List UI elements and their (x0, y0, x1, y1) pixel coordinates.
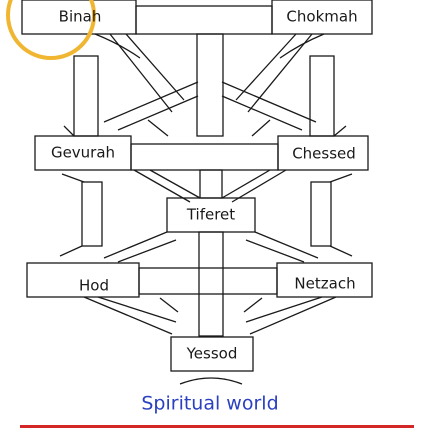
connector-lower (138, 267, 278, 295)
label-yessod: Yessod (186, 344, 238, 363)
path-yessod-base (179, 377, 243, 385)
path-binah-tiferet (109, 33, 185, 113)
path-lower-crosses (159, 297, 263, 313)
pillar-center-lower (198, 231, 224, 337)
path-gevurah-center (103, 81, 199, 131)
caption-spiritual-world: Spiritual world (141, 392, 279, 415)
label-binah: Binah (58, 7, 102, 26)
path-netzach-yessod (245, 296, 337, 335)
path-tiferet-hod (103, 231, 177, 263)
path-chessed-tiferet (221, 169, 287, 203)
pillar-left-upper (73, 55, 99, 137)
pillar-left-lower (81, 181, 103, 247)
pillar-right-lower (310, 181, 332, 247)
path-mid-crosses (59, 173, 353, 257)
label-tiferet: Tiferet (186, 205, 236, 224)
label-chessed: Chessed (292, 144, 356, 163)
label-chokmah: Chokmah (286, 7, 358, 26)
path-chessed-center (221, 81, 317, 131)
path-hod-yessod (83, 296, 177, 335)
label-netzach: Netzach (294, 274, 356, 293)
label-hod: Hod (79, 276, 109, 295)
path-top-crosses (63, 119, 347, 137)
box-yessod (170, 336, 254, 372)
connector-middle (130, 143, 279, 171)
connector-top (135, 5, 273, 35)
pillar-center-upper (196, 33, 224, 137)
label-gevurah: Gevurah (50, 143, 116, 162)
pillar-center-mid (199, 169, 223, 199)
path-gevurah-tiferet (133, 169, 201, 203)
caption-underline (20, 425, 414, 428)
pillar-right-upper (309, 55, 335, 137)
path-tiferet-netzach (245, 231, 319, 263)
path-chokmah-tiferet (235, 33, 313, 113)
path-binah-chokmah-arc (94, 33, 325, 59)
